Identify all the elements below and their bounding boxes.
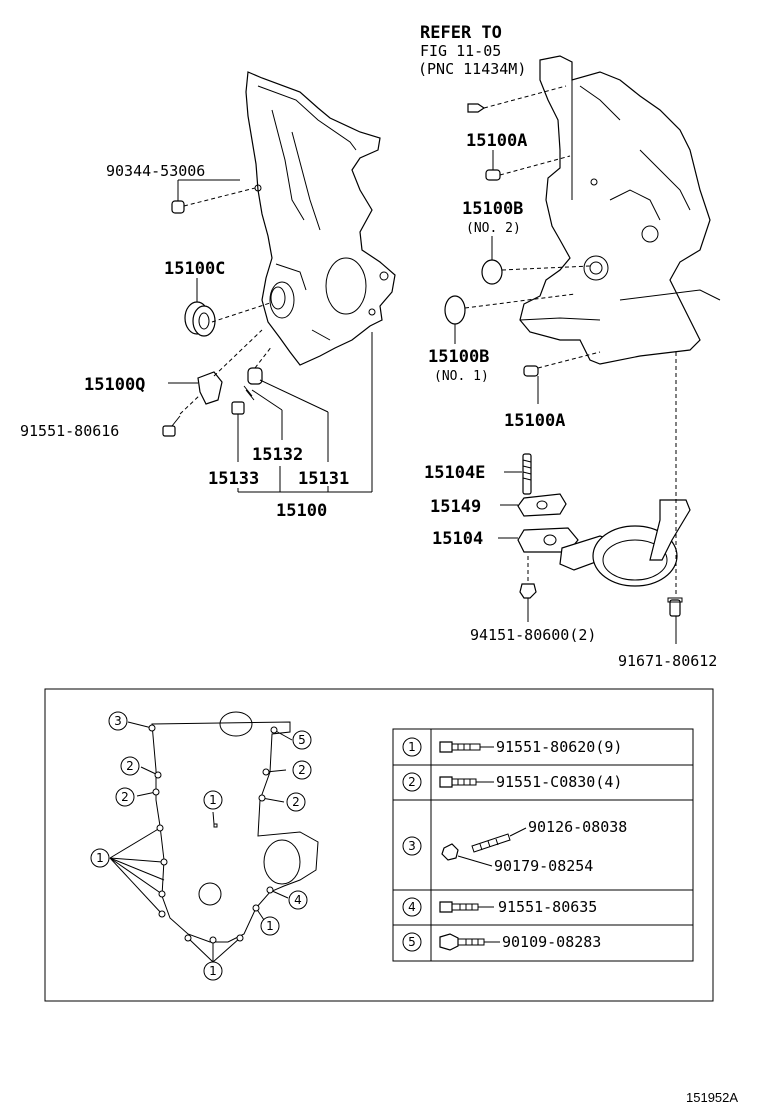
- label-15149: 15149: [430, 497, 481, 517]
- svg-text:2: 2: [292, 795, 300, 809]
- bolt-91671-part: [667, 352, 683, 644]
- bolt-callout-2-a: 2: [120, 756, 140, 776]
- label-15104: 15104: [432, 529, 483, 549]
- label-15100c: 15100C: [164, 259, 225, 279]
- timing-cover-illustration: [245, 71, 396, 366]
- label-15100b-bottom-note: (NO. 1): [434, 369, 489, 384]
- dowel-pin-refer-part: [467, 85, 567, 113]
- label-15100b-top: 15100B: [462, 199, 523, 219]
- plug-90344-part: [171, 179, 256, 214]
- pin-15100a-bottom-part: [523, 351, 601, 404]
- bolt-leader-lines: [109, 721, 293, 963]
- bolt-callout-1-a: 1: [90, 848, 110, 868]
- stud-15104e-part: [504, 453, 532, 495]
- svg-text:2: 2: [298, 763, 306, 777]
- legend-row-3: 3 90126-08038 90179-08254: [402, 818, 627, 875]
- legend-row-5-part: 90109-08283: [502, 933, 601, 951]
- o-ring-15100b-no2-part: [481, 236, 591, 285]
- label-94151-80600: 94151-80600(2): [470, 626, 596, 644]
- label-91671-80612: 91671-80612: [618, 652, 717, 670]
- illustration-id: 151952A: [686, 1090, 738, 1105]
- oil-seal-15100c-part: [184, 278, 271, 337]
- o-ring-15100b-no1-part: [444, 293, 576, 344]
- bolt-callout-2-d: 2: [286, 792, 306, 812]
- label-91551-80616: 91551-80616: [20, 422, 119, 440]
- bolt-hole-markers: [148, 724, 278, 944]
- bolt-callout-4: 4: [288, 890, 308, 910]
- svg-text:5: 5: [298, 733, 306, 747]
- oil-strainer-15104-part: [498, 499, 691, 587]
- engine-block-illustration: [519, 55, 721, 365]
- label-15100a-top: 15100A: [466, 131, 527, 151]
- legend-row-3-num: 3: [408, 839, 416, 853]
- legend-row-2: 2 91551-C0830(4): [402, 772, 622, 792]
- bolt-location-frame: [44, 688, 714, 1002]
- svg-text:1: 1: [96, 851, 104, 865]
- bolt-callout-1-c: 1: [260, 916, 280, 936]
- bolt-callout-2-c: 2: [292, 760, 312, 780]
- label-15100: 15100: [276, 501, 327, 521]
- legend-row-2-num: 2: [408, 775, 416, 789]
- label-90344-53006: 90344-53006: [106, 162, 205, 180]
- bolt-91551-80616-part: [162, 394, 201, 437]
- bolt-callout-2-b: 2: [115, 787, 135, 807]
- label-15133: 15133: [208, 469, 259, 489]
- legend-row-3-part-b: 90179-08254: [494, 857, 593, 875]
- sensor-15100q-part: [168, 329, 263, 405]
- svg-text:1: 1: [209, 793, 217, 807]
- nut-94151-part: [519, 556, 537, 622]
- legend-row-5: 5 90109-08283: [402, 932, 601, 952]
- label-15100q: 15100Q: [84, 375, 145, 395]
- check-valve-parts: [231, 332, 373, 493]
- svg-text:2: 2: [121, 790, 129, 804]
- label-15104e: 15104E: [424, 463, 485, 483]
- gasket-15149-part: [500, 493, 567, 517]
- legend-row-3-part-a: 90126-08038: [528, 818, 627, 836]
- legend-row-5-num: 5: [408, 935, 416, 949]
- legend-row-1-part: 91551-80620(9): [496, 738, 622, 756]
- label-15100a-bottom: 15100A: [504, 411, 565, 431]
- label-15100b-top-note: (NO. 2): [466, 221, 521, 236]
- label-15100b-bottom: 15100B: [428, 347, 489, 367]
- legend-row-2-part: 91551-C0830(4): [496, 773, 622, 791]
- svg-text:1: 1: [209, 964, 217, 978]
- refer-line1: REFER TO: [420, 23, 502, 43]
- legend-row-4-part: 91551-80635: [498, 898, 597, 916]
- legend-row-4: 4 91551-80635: [402, 897, 597, 917]
- svg-text:4: 4: [294, 893, 302, 907]
- legend-row-1: 1 91551-80620(9): [402, 737, 622, 757]
- legend-row-4-num: 4: [408, 900, 416, 914]
- bolt-callout-1-d: 1: [203, 961, 223, 981]
- bolt-callout-1-b: 1: [203, 790, 223, 810]
- pin-15100a-top-part: [485, 150, 571, 181]
- svg-text:2: 2: [126, 759, 134, 773]
- svg-text:3: 3: [114, 714, 122, 728]
- label-15131: 15131: [298, 469, 349, 489]
- legend-row-1-num: 1: [408, 740, 416, 754]
- bolt-callout-5: 5: [292, 730, 312, 750]
- label-15132: 15132: [252, 445, 303, 465]
- bolt-callout-3-a: 3: [108, 711, 128, 731]
- refer-line2: FIG 11-05: [420, 42, 501, 60]
- svg-text:1: 1: [266, 919, 274, 933]
- bolt-legend-table: [392, 728, 694, 962]
- refer-line3: (PNC 11434M): [418, 60, 526, 78]
